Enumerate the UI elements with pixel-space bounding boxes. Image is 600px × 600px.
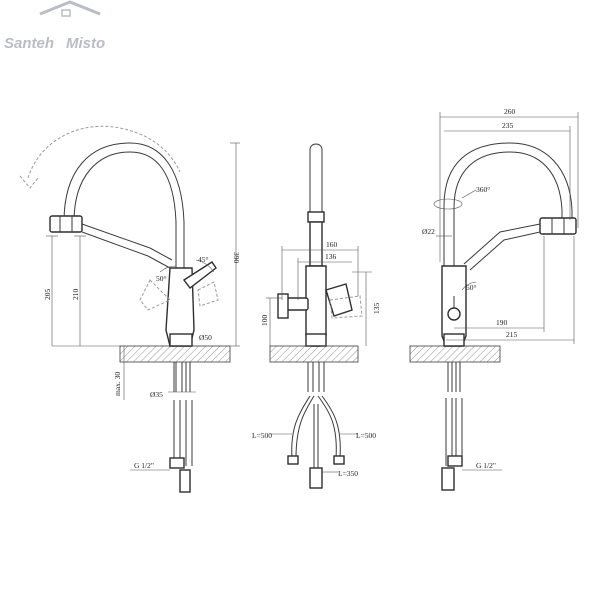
- side-view: 45° 50° Ø50 Ø35 G 1/2" 390 210 205 max. …: [19, 125, 241, 493]
- side-spout: [63, 142, 185, 268]
- front-width-inner: 136: [325, 252, 337, 261]
- rear-spout: [443, 142, 573, 266]
- brand-logo: Santeh Misto: [4, 0, 105, 52]
- rear-reach-190: 190: [496, 318, 508, 327]
- house-window-icon: [61, 9, 71, 17]
- side-base-diameter: Ø50: [199, 333, 212, 342]
- front-right-height: 135: [372, 303, 381, 315]
- front-view: L=500 L=500 L=350 160 136 100 135: [252, 143, 381, 489]
- side-max-thickness: max. 30: [113, 372, 122, 396]
- spout-rotation-ghost: [27, 125, 181, 179]
- side-shank-diameter: Ø35: [150, 390, 163, 399]
- rear-aerator: [539, 217, 577, 235]
- front-left-height: 100: [260, 315, 269, 327]
- front-spout: [309, 143, 323, 213]
- rear-thread: G 1/2": [476, 461, 496, 470]
- side-lever: [182, 261, 217, 289]
- rear-spout-diameter: Ø22: [422, 227, 435, 236]
- rear-rotation: 360°: [476, 185, 490, 194]
- front-hose-center: [313, 404, 319, 470]
- logo-text-left: Santeh: [4, 35, 54, 52]
- house-roof-icon: [39, 0, 101, 16]
- rear-total-reach: 260: [504, 107, 516, 116]
- front-width-handles: 160: [326, 240, 338, 249]
- rear-reach-215: 215: [506, 330, 518, 339]
- rear-handle-knob: [447, 307, 461, 321]
- front-hose-right-length: L=500: [356, 431, 376, 440]
- front-hose-center-length: L=350: [338, 469, 358, 478]
- rear-view: 360° 50° G 1/2" 260 235 Ø22: [409, 107, 579, 491]
- side-body-height: 205: [43, 289, 52, 301]
- front-right-handle: [325, 283, 353, 317]
- side-spout-angle: 50°: [156, 274, 167, 283]
- side-thread: G 1/2": [134, 461, 154, 470]
- side-spout-height: 210: [71, 289, 80, 301]
- side-total-height: 390: [232, 252, 241, 264]
- front-hose-left: [291, 395, 311, 459]
- side-lever-angle: 45°: [198, 255, 209, 264]
- rear-lever-angle: 50°: [466, 283, 477, 292]
- front-hose-right: [321, 395, 341, 459]
- front-hose-left-length: L=500: [252, 431, 272, 440]
- side-aerator: [49, 215, 83, 233]
- rear-spout-reach: 235: [502, 121, 514, 130]
- logo-text-right: Misto: [66, 35, 105, 52]
